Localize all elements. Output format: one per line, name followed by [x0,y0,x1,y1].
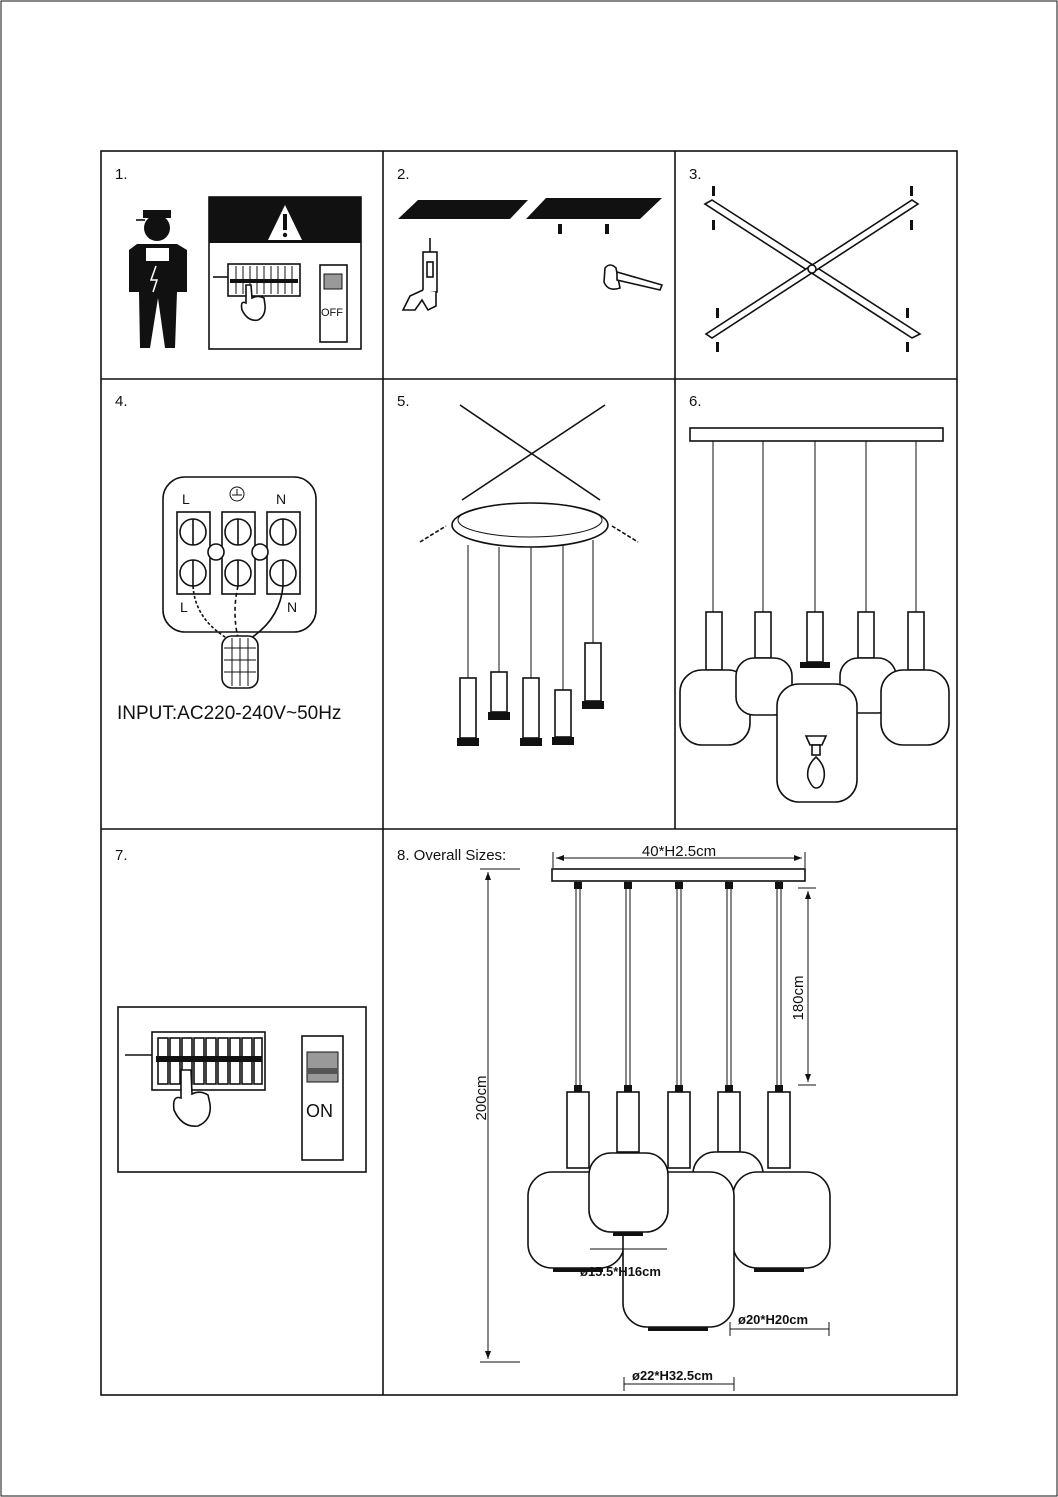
hand-icon [240,284,266,322]
step-2-panel: 2. [397,166,664,312]
step-3-panel: 3. [689,166,922,352]
lamp-holders [705,611,925,671]
hammer-icon [603,264,664,291]
step-number: 5. [397,393,410,410]
pendant-cords [467,540,594,690]
cord-length: 180cm [790,975,807,1020]
panel-grid [100,150,958,1396]
overall-height: 200cm [473,1075,490,1120]
input-spec: INPUT:AC220-240V~50Hz [117,703,341,724]
step-number: 6. [689,393,702,410]
terminal-label-neutral: N [276,491,286,507]
small-shade-size: ø15.5*H16cm [580,1264,661,1279]
step-8-panel: 8. Overall Sizes: 40*H2.5cm [397,843,831,1391]
screws [712,186,913,352]
step-number: 4. [115,393,128,410]
pendant-cords [575,880,782,1093]
glass-shades [679,657,950,803]
terminal-label-live: L [182,491,190,507]
ceiling-plate [398,200,528,219]
switch-label: OFF [321,307,343,319]
step-4-panel: 4. L N L N INPUT:AC220-240V~50Hz [115,393,341,724]
lamp-holders [566,1091,791,1169]
step-5-panel: 5. [397,393,639,746]
glass-shades [527,1151,831,1331]
bulb-icon [806,755,826,789]
medium-shade-size: ø20*H20cm [738,1312,808,1327]
step-7-panel: 7. ON [115,847,367,1173]
canopy [551,868,806,882]
bracket-with-ring [419,404,639,548]
wire-label-live: L [180,599,188,615]
large-shade-size: ø22*H32.5cm [632,1368,713,1383]
step-number: 3. [689,166,702,183]
canopy [689,427,944,442]
terminal-block: L N L N [162,476,317,689]
electrician-figure [129,210,187,348]
ground-icon [229,486,245,502]
overall-sizes-title: 8. Overall Sizes: [397,847,506,864]
lamp-holders [457,642,604,746]
step-number: 1. [115,166,128,183]
canopy-size: 40*H2.5cm [642,843,716,860]
ceiling-plate-marked [526,198,662,219]
wire-label-neutral: N [287,599,297,615]
hand-icon [172,1069,212,1127]
breaker-box: OFF [208,196,362,350]
drill-icon [401,238,438,312]
switch-label: ON [306,1101,333,1121]
step-1-panel: 1. OFF [115,166,362,350]
step-6-panel: 6. [679,393,950,803]
mounting-cross-bracket [703,199,922,339]
step-number: 2. [397,166,410,183]
step-number: 7. [115,847,128,864]
